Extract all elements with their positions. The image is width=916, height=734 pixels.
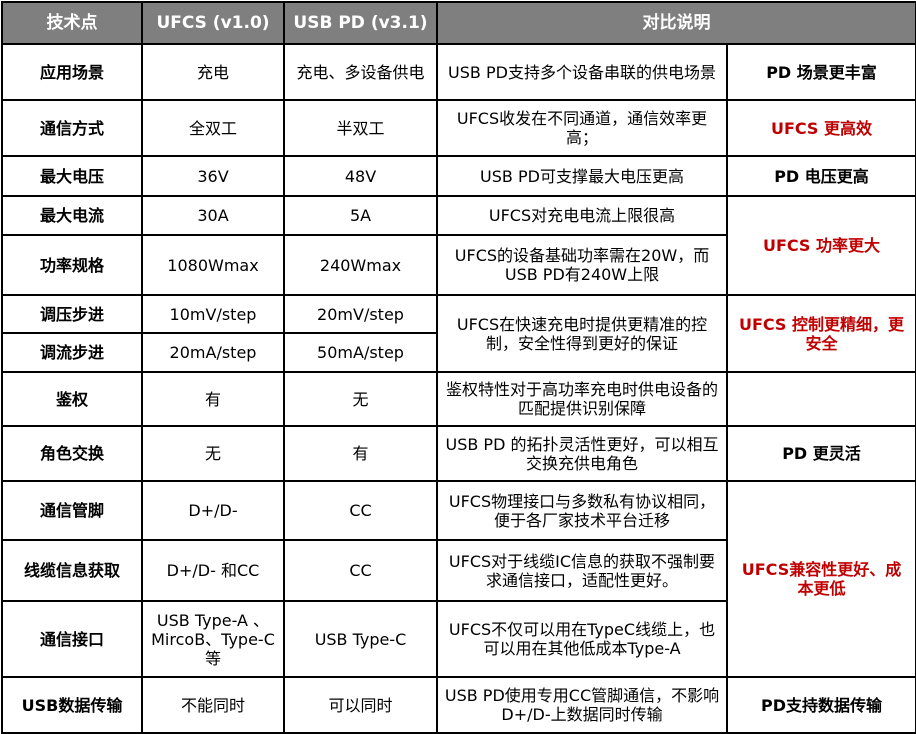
summary-cell: UFCS 更高效 <box>726 99 916 157</box>
pd-value: 无 <box>283 371 438 427</box>
summary-cell: PD 电压更高 <box>726 155 916 197</box>
header-tech-point: 技术点 <box>1 1 143 45</box>
summary-cell <box>726 371 916 427</box>
pd-value: 有 <box>283 425 438 482</box>
pd-value: USB Type-C <box>283 600 438 678</box>
pd-value: 可以同时 <box>283 676 438 734</box>
header-row: 技术点 UFCS (v1.0) USB PD (v3.1) 对比说明 <box>1 1 916 45</box>
comparison-note: UFCS对于线缆IC信息的获取不强制要求通信接口，适配性更好。 <box>436 539 728 602</box>
ufcs-value: 充电 <box>141 43 285 101</box>
comparison-note: 鉴权特性对于高功率充电时供电设备的匹配提供识别保障 <box>436 371 728 427</box>
row-name: 角色交换 <box>1 425 143 482</box>
pd-value: 5A <box>283 195 438 236</box>
header-ufcs: UFCS (v1.0) <box>141 1 285 45</box>
table-row: 线缆信息获取 D+/D- 和CC CC UFCS对于线缆IC信息的获取不强制要求… <box>1 539 916 602</box>
summary-cell: UFCS 控制更精细，更安全 <box>726 294 916 373</box>
ufcs-value: USB Type-A 、MircoB、Type-C等 <box>141 600 285 678</box>
table-row: 鉴权 有 无 鉴权特性对于高功率充电时供电设备的匹配提供识别保障 <box>1 371 916 427</box>
ufcs-value: 30A <box>141 195 285 236</box>
comparison-note: USB PD 的拓扑灵活性更好，可以相互交换充供电角色 <box>436 425 728 482</box>
ufcs-value: 10mV/step <box>141 294 285 334</box>
pd-value: 50mA/step <box>283 332 438 373</box>
header-comparison: 对比说明 <box>436 1 916 45</box>
pd-value: 20mV/step <box>283 294 438 334</box>
ufcs-value: 1080Wmax <box>141 234 285 296</box>
ufcs-value: 不能同时 <box>141 676 285 734</box>
summary-cell: PD支持数据传输 <box>726 676 916 734</box>
summary-cell: PD 场景更丰富 <box>726 43 916 101</box>
row-name: 通信管脚 <box>1 480 143 541</box>
row-name: 通信接口 <box>1 600 143 678</box>
table-row: 应用场景 充电 充电、多设备供电 USB PD支持多个设备串联的供电场景 PD … <box>1 43 916 101</box>
pd-value: 充电、多设备供电 <box>283 43 438 101</box>
ufcs-value: 有 <box>141 371 285 427</box>
row-name: 调压步进 <box>1 294 143 334</box>
row-name: 通信方式 <box>1 99 143 157</box>
table-row: 通信管脚 D+/D- CC UFCS物理接口与多数私有协议相同，便于各厂家技术平… <box>1 480 916 678</box>
comparison-note: UFCS在快速充电时提供更精准的控制，安全性得到更好的保证 <box>436 294 728 373</box>
ufcs-value: 20mA/step <box>141 332 285 373</box>
row-name: 最大电流 <box>1 195 143 236</box>
table-row: 最大电压 36V 48V USB PD可支撑最大电压更高 PD 电压更高 <box>1 155 916 197</box>
comparison-note: USB PD使用专用CC管脚通信，不影响D+/D-上数据同时传输 <box>436 676 728 734</box>
comparison-note: UFCS对充电电流上限很高 <box>436 195 728 236</box>
table-row: 角色交换 无 有 USB PD 的拓扑灵活性更好，可以相互交换充供电角色 PD … <box>1 425 916 482</box>
row-name: USB数据传输 <box>1 676 143 734</box>
table-row: 功率规格 1080Wmax 240Wmax UFCS的设备基础功率需在20W，而… <box>1 234 916 296</box>
table-row: 调压步进 10mV/step 20mV/step UFCS在快速充电时提供更精准… <box>1 294 916 373</box>
table-row: 通信方式 全双工 半双工 UFCS收发在不同通道，通信效率更高； UFCS 更高… <box>1 99 916 157</box>
row-name: 功率规格 <box>1 234 143 296</box>
summary-cell: UFCS兼容性更好、成本更低 <box>726 480 916 678</box>
ufcs-value: D+/D- 和CC <box>141 539 285 602</box>
row-name: 鉴权 <box>1 371 143 427</box>
comparison-note: UFCS的设备基础功率需在20W，而USB PD有240W上限 <box>436 234 728 296</box>
comparison-note: UFCS不仅可以用在TypeC线缆上，也可以用在其他低成本Type-A <box>436 600 728 678</box>
pd-value: CC <box>283 539 438 602</box>
ufcs-value: 36V <box>141 155 285 197</box>
ufcs-value: 无 <box>141 425 285 482</box>
pd-value: 48V <box>283 155 438 197</box>
comparison-note: USB PD可支撑最大电压更高 <box>436 155 728 197</box>
summary-cell: UFCS 功率更大 <box>726 195 916 296</box>
summary-cell: PD 更灵活 <box>726 425 916 482</box>
table-row: USB数据传输 不能同时 可以同时 USB PD使用专用CC管脚通信，不影响D+… <box>1 676 916 734</box>
header-usb-pd: USB PD (v3.1) <box>283 1 438 45</box>
table-row: 调流步进 20mA/step 50mA/step <box>1 332 916 373</box>
pd-value: 半双工 <box>283 99 438 157</box>
ufcs-value: 全双工 <box>141 99 285 157</box>
comparison-note: UFCS物理接口与多数私有协议相同，便于各厂家技术平台迁移 <box>436 480 728 541</box>
comparison-note: UFCS收发在不同通道，通信效率更高； <box>436 99 728 157</box>
row-name: 最大电压 <box>1 155 143 197</box>
pd-value: CC <box>283 480 438 541</box>
table-row: 通信接口 USB Type-A 、MircoB、Type-C等 USB Type… <box>1 600 916 678</box>
row-name: 应用场景 <box>1 43 143 101</box>
comparison-note: USB PD支持多个设备串联的供电场景 <box>436 43 728 101</box>
row-name: 调流步进 <box>1 332 143 373</box>
table-row: 最大电流 30A 5A UFCS对充电电流上限很高 UFCS 功率更大 <box>1 195 916 296</box>
pd-value: 240Wmax <box>283 234 438 296</box>
ufcs-value: D+/D- <box>141 480 285 541</box>
row-name: 线缆信息获取 <box>1 539 143 602</box>
